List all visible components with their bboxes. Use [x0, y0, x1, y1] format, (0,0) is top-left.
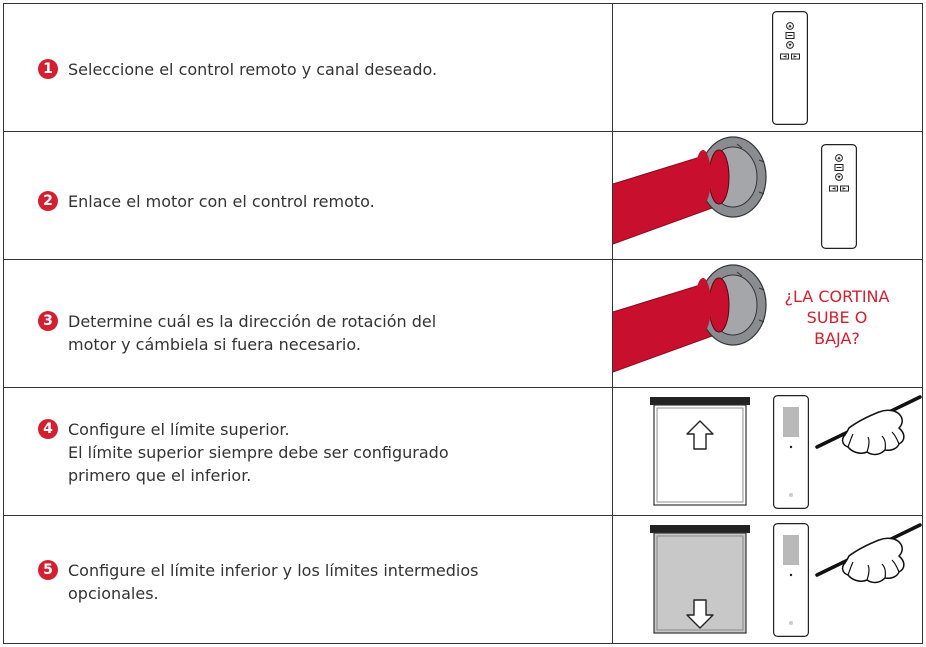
- step-cell: 3 Determine cuál es la dirección de rota…: [4, 260, 613, 387]
- illustration-cell: ¿LA CORTINA SUBE O BAJA?: [612, 260, 922, 387]
- illustration-cell: [613, 388, 922, 515]
- step-row-5: 5 Configure el límite inferior y los lím…: [4, 516, 922, 643]
- step-text: Seleccione el control remoto y canal des…: [68, 60, 438, 79]
- remote-control-icon: [773, 523, 809, 638]
- step-number-badge: 1: [38, 59, 58, 79]
- remote-control-icon: [772, 11, 808, 126]
- step-text: Configure el límite superior. El límite …: [68, 420, 449, 485]
- step-number-badge: 4: [38, 419, 58, 439]
- step-cell: 4 Configure el límite superior. El límit…: [4, 388, 613, 515]
- step-row-4: 4 Configure el límite superior. El límit…: [4, 388, 922, 516]
- hand-pen-icon: [815, 395, 922, 456]
- step-text: Enlace el motor con el control remoto.: [68, 192, 375, 211]
- step-2: 2 Enlace el motor con el control remoto.: [38, 190, 375, 213]
- step-text: Configure el límite inferior y los límit…: [68, 561, 479, 603]
- step-row-3: 3 Determine cuál es la dirección de rota…: [4, 260, 922, 388]
- instruction-table: 1 Seleccione el control remoto y canal d…: [3, 3, 923, 644]
- motor-tube-icon: [612, 264, 767, 373]
- step-text: Determine cuál es la dirección de rotaci…: [68, 312, 437, 354]
- remote-control-icon: [821, 144, 857, 250]
- motor-tube-icon: [612, 136, 767, 245]
- rotation-question: ¿LA CORTINA SUBE O BAJA?: [784, 287, 890, 348]
- step-cell: 2 Enlace el motor con el control remoto.: [4, 132, 613, 259]
- step-row-2: 2 Enlace el motor con el control remoto.: [4, 132, 922, 260]
- step-cell: 1 Seleccione el control remoto y canal d…: [4, 4, 613, 131]
- step-3: 3 Determine cuál es la dirección de rota…: [38, 310, 436, 356]
- step-number-badge: 3: [38, 311, 58, 331]
- illustration-cell: [613, 4, 922, 131]
- shade-up-icon: [650, 397, 750, 506]
- step-row-1: 1 Seleccione el control remoto y canal d…: [4, 4, 922, 132]
- step-number-badge: 2: [38, 191, 58, 211]
- illustration-cell: [612, 132, 922, 259]
- step-4: 4 Configure el límite superior. El límit…: [38, 418, 449, 487]
- hand-pen-icon: [815, 523, 922, 584]
- step-number-badge: 5: [38, 560, 58, 580]
- step-cell: 5 Configure el límite inferior y los lím…: [4, 516, 613, 643]
- shade-down-icon: [650, 525, 750, 634]
- step-5: 5 Configure el límite inferior y los lím…: [38, 559, 479, 605]
- remote-control-icon: [773, 395, 809, 510]
- illustration-cell: [613, 516, 922, 643]
- step-1: 1 Seleccione el control remoto y canal d…: [38, 58, 437, 81]
